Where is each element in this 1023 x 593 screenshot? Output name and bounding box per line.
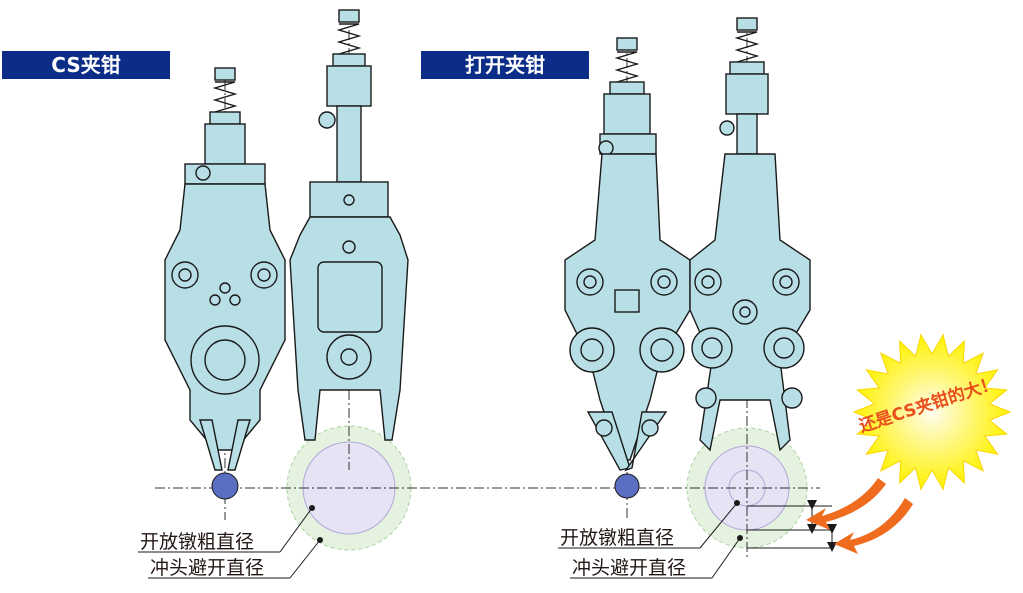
dimension-marks [747, 500, 837, 552]
cs-clamp-front [164, 67, 286, 471]
right-workpiece-ball [614, 473, 640, 499]
open-clamp-side [689, 17, 811, 452]
callout-arrows [806, 478, 913, 554]
cs-clamp-title: CS夹钳 [2, 51, 170, 79]
right-punch-label: 冲头避开直径 [572, 557, 686, 579]
left-upset-dot [309, 505, 315, 511]
right-upset-dot [734, 500, 740, 506]
left-workpiece-ball [211, 472, 239, 500]
starburst-callout: 还是CS夹钳的大！ [852, 333, 1012, 491]
right-upset-label: 开放镦粗直径 [560, 527, 674, 549]
left-upset-leader [279, 507, 313, 553]
open-clamp-front [564, 37, 691, 472]
left-upset-label: 开放镦粗直径 [140, 531, 254, 553]
right-punch-leader [711, 537, 741, 579]
left-punch-dot [317, 537, 323, 543]
cs-clamp-side [289, 9, 409, 441]
right-upset-leader [699, 502, 738, 549]
left-punch-label: 冲头避开直径 [150, 557, 264, 579]
open-clamp-title: 打开夹钳 [421, 51, 589, 79]
right-punch-dot [737, 535, 743, 541]
left-punch-leader [289, 539, 321, 579]
